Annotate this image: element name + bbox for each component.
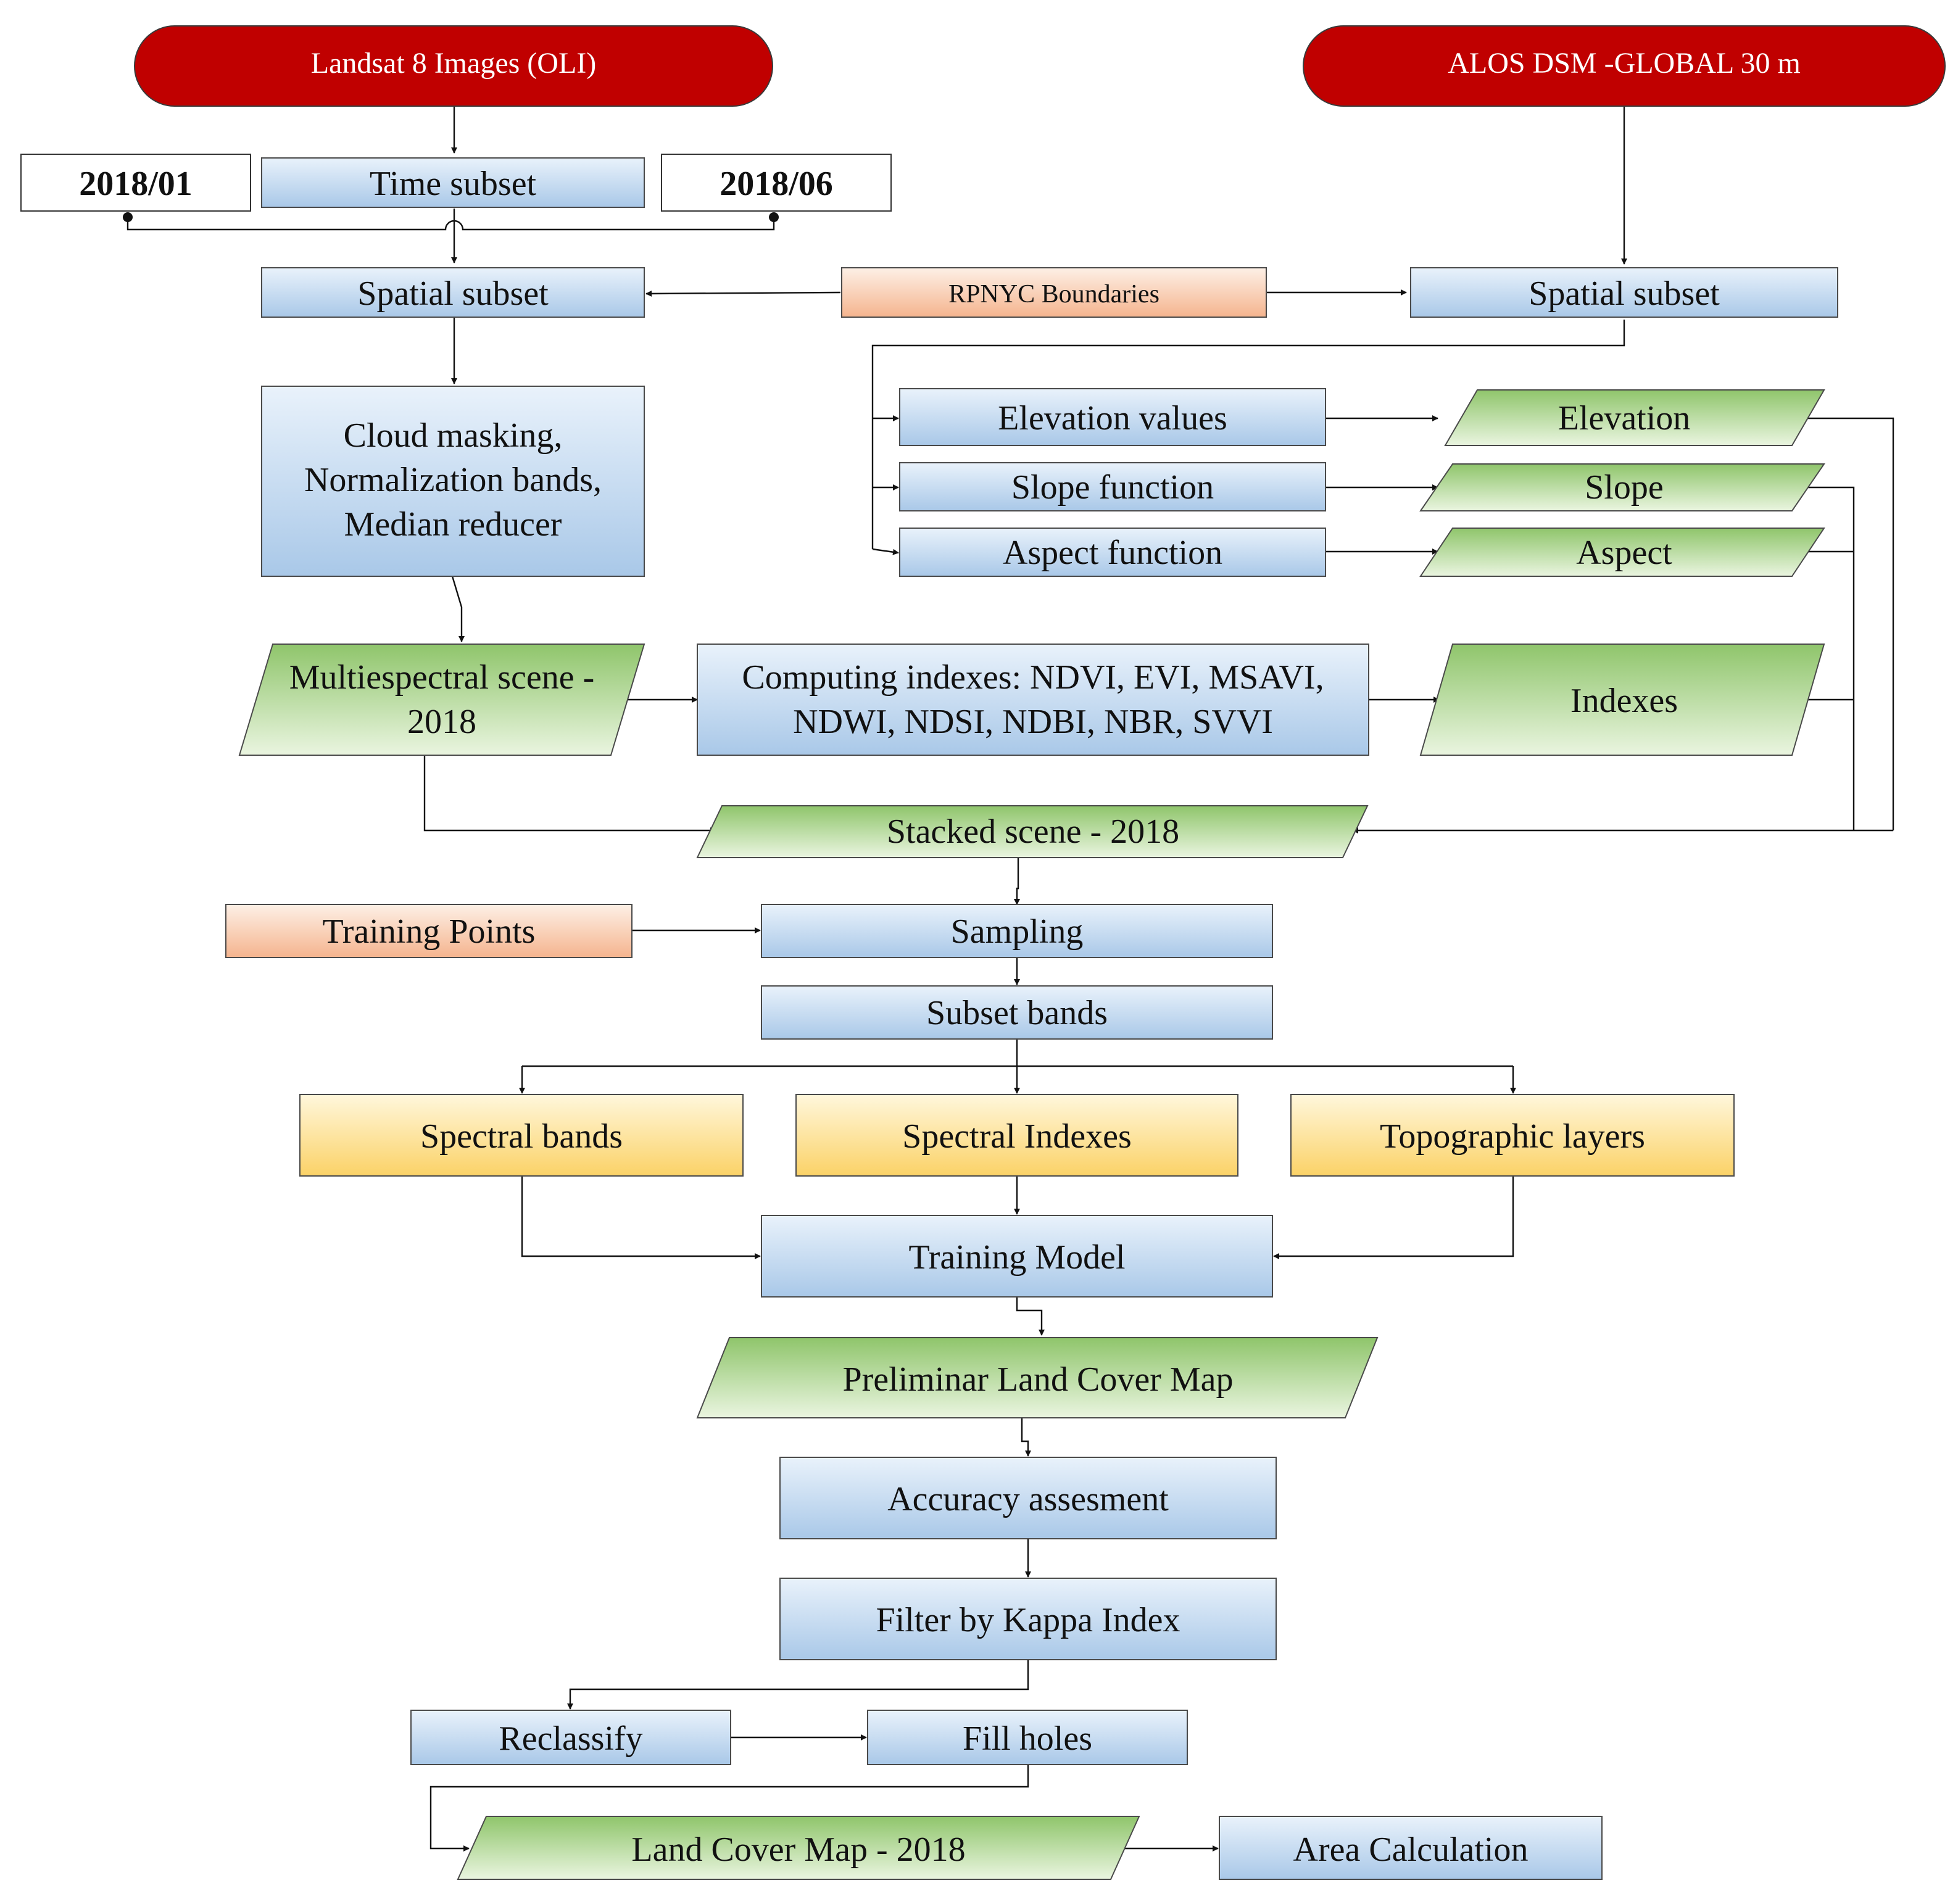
- indexes-label: Indexes: [1570, 682, 1678, 720]
- area-calculation-label: Area Calculation: [1293, 1831, 1529, 1869]
- spatial-subset-right-label: Spatial subset: [1529, 275, 1720, 313]
- topographic-layers-box: Topographic layers: [1290, 1094, 1735, 1177]
- date-end-dot: [769, 212, 779, 222]
- multispectral-scene-data: Multiespectral scene - 2018: [238, 644, 645, 756]
- arrow-fill-landcover: [429, 1765, 1029, 1852]
- aspect-function-label: Aspect function: [1003, 534, 1222, 572]
- branch-layers: [522, 1039, 1018, 1067]
- multispectral-line-2: 2018: [407, 703, 476, 741]
- aspect-data: Aspect: [1419, 528, 1825, 577]
- computing-indexes-box: Computing indexes: NDVI, EVI, MSAVI, NDW…: [697, 644, 1369, 756]
- reclassify-box: Reclassify: [410, 1710, 731, 1765]
- rpnyc-boundaries-box: RPNYC Boundaries: [841, 267, 1267, 318]
- training-points-box: Training Points: [225, 904, 633, 958]
- alos-terminal: ALOS DSM -GLOBAL 30 m: [1303, 25, 1946, 107]
- land-cover-map-label: Land Cover Map - 2018: [631, 1831, 965, 1869]
- arrow-rpnyc-spatial-left: [645, 290, 841, 297]
- cloud-line-1: Cloud masking,: [344, 416, 563, 455]
- arrow-stacked-sampling: [1014, 858, 1020, 905]
- elevation-values-label: Elevation values: [998, 399, 1227, 437]
- training-model-label: Training Model: [908, 1238, 1125, 1277]
- arrow-filter-reclassify: [567, 1660, 1029, 1710]
- arrow-model-preliminar: [1016, 1297, 1045, 1336]
- arrow-cloud-multispectral: [451, 576, 465, 642]
- cloud-masking-box: Cloud masking, Normalization bands, Medi…: [261, 386, 645, 577]
- landsat-label: Landsat 8 Images (OLI): [311, 47, 597, 80]
- landsat-terminal: Landsat 8 Images (OLI): [134, 25, 773, 107]
- date-start-box: 2018/01: [20, 154, 251, 212]
- aspect-function-box: Aspect function: [899, 528, 1326, 577]
- spectral-indexes-box: Spectral Indexes: [795, 1094, 1238, 1177]
- slope-function-label: Slope function: [1011, 468, 1214, 507]
- sampling-label: Sampling: [951, 913, 1084, 951]
- spectral-indexes-label: Spectral Indexes: [902, 1117, 1132, 1156]
- accuracy-label: Accuracy assesment: [887, 1480, 1169, 1518]
- slope-data: Slope: [1419, 463, 1825, 511]
- date-range-bracket: [127, 217, 775, 231]
- subset-bands-box: Subset bands: [761, 985, 1273, 1040]
- time-subset-label: Time subset: [370, 165, 537, 203]
- aspect-label: Aspect: [1576, 534, 1672, 572]
- fill-holes-label: Fill holes: [963, 1720, 1092, 1758]
- spatial-subset-left-label: Spatial subset: [357, 275, 549, 313]
- arrow-multi-stacked: [423, 755, 716, 834]
- area-calculation-box: Area Calculation: [1219, 1816, 1603, 1880]
- subset-bands-label: Subset bands: [926, 994, 1108, 1032]
- slope-function-box: Slope function: [899, 462, 1326, 511]
- training-points-label: Training Points: [323, 913, 536, 951]
- date-end-label: 2018/06: [720, 165, 833, 203]
- date-start-label: 2018/01: [79, 165, 193, 203]
- sampling-box: Sampling: [761, 904, 1273, 958]
- time-subset-box: Time subset: [261, 157, 645, 208]
- spectral-bands-box: Spectral bands: [299, 1094, 744, 1177]
- elevation-data: Elevation: [1444, 389, 1825, 446]
- multispectral-line-1: Multiespectral scene -: [289, 658, 594, 697]
- training-model-box: Training Model: [761, 1215, 1273, 1298]
- accuracy-box: Accuracy assesment: [779, 1457, 1277, 1539]
- filter-kappa-box: Filter by Kappa Index: [779, 1578, 1277, 1660]
- preliminar-map-label: Preliminar Land Cover Map: [843, 1360, 1234, 1399]
- spectral-bands-label: Spectral bands: [420, 1117, 623, 1156]
- arrow-preliminar-accuracy: [1021, 1418, 1031, 1457]
- computing-line-1: Computing indexes: NDVI, EVI, MSAVI,: [742, 658, 1324, 697]
- arrow-to-aspect-function: [872, 548, 899, 555]
- indexes-data: Indexes: [1419, 644, 1825, 756]
- date-end-box: 2018/06: [661, 154, 892, 212]
- rpnyc-label: RPNYC Boundaries: [948, 280, 1159, 308]
- stacked-scene-label: Stacked scene - 2018: [887, 813, 1179, 851]
- preliminar-map-data: Preliminar Land Cover Map: [696, 1337, 1379, 1418]
- filter-kappa-label: Filter by Kappa Index: [876, 1601, 1180, 1639]
- cloud-line-3: Median reducer: [344, 505, 562, 544]
- topographic-layers-label: Topographic layers: [1380, 1117, 1645, 1156]
- spatial-subset-right-box: Spatial subset: [1410, 267, 1838, 318]
- arrow-topo-model: [1273, 1176, 1514, 1259]
- connectors: [123, 106, 1894, 1852]
- fill-holes-box: Fill holes: [867, 1710, 1188, 1765]
- land-cover-map-data: Land Cover Map - 2018: [457, 1816, 1140, 1880]
- cloud-line-2: Normalization bands,: [304, 461, 602, 499]
- stacked-scene-data: Stacked scene - 2018: [696, 805, 1369, 858]
- computing-line-2: NDWI, NDSI, NDBI, NBR, SVVI: [793, 703, 1273, 741]
- elevation-values-box: Elevation values: [899, 388, 1326, 446]
- elevation-label: Elevation: [1558, 399, 1691, 437]
- date-start-dot: [123, 212, 133, 222]
- collector-slope: [1802, 486, 1855, 830]
- branch-terrain: [871, 320, 1625, 549]
- slope-label: Slope: [1585, 468, 1664, 507]
- arrow-bands-model: [521, 1176, 761, 1259]
- reclassify-label: Reclassify: [499, 1720, 642, 1758]
- spatial-subset-left-box: Spatial subset: [261, 267, 645, 318]
- collector-elevation: [1802, 417, 1894, 830]
- alos-label: ALOS DSM -GLOBAL 30 m: [1448, 47, 1801, 80]
